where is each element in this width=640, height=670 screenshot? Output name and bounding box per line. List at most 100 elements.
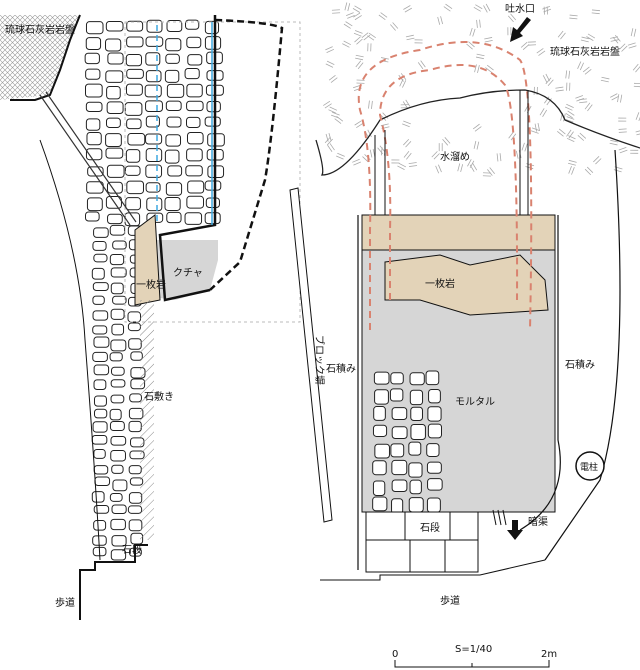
hatch-mark: [472, 123, 482, 132]
masonry-right-label: 石積み: [565, 358, 595, 371]
hatch-mark: [485, 64, 494, 73]
mortar-label: モルタル: [455, 396, 495, 408]
stone: [165, 182, 183, 196]
stone: [92, 240, 107, 251]
stone: [126, 68, 144, 79]
monolith-slab: [384, 254, 549, 316]
stone: [93, 336, 110, 348]
hatch-mark: [533, 86, 538, 96]
bedrock-hatch-marks: [323, 2, 640, 177]
stone: [93, 465, 109, 475]
paving-label: 石敷き: [144, 390, 174, 403]
hatch-mark: [368, 100, 373, 109]
stone: [105, 70, 124, 83]
hatch-mark: [324, 136, 333, 146]
hatch-mark: [403, 5, 413, 13]
hatch-mark: [586, 33, 596, 41]
hatch-mark: [530, 127, 540, 134]
stone: [426, 497, 441, 513]
stone: [391, 459, 408, 476]
stone: [93, 379, 107, 391]
stone: [93, 227, 109, 238]
hatch-mark: [431, 151, 440, 160]
hatch-mark: [520, 41, 530, 50]
spout-arrow-icon: [510, 17, 531, 42]
basin-wall-left: [374, 130, 386, 215]
hatch-mark: [618, 117, 627, 122]
stone: [111, 535, 127, 547]
stone: [112, 479, 128, 492]
stone: [166, 211, 182, 224]
hatch-mark: [354, 120, 364, 128]
hatch-mark: [469, 163, 478, 172]
hatch-mark: [593, 156, 602, 165]
hatch-mark: [584, 166, 594, 176]
hatch-mark: [580, 36, 590, 43]
stone: [425, 370, 440, 386]
hatch-mark: [391, 159, 400, 164]
stone: [372, 480, 386, 496]
stone: [390, 443, 405, 458]
left-sidewalk-label: 歩道: [55, 596, 75, 609]
stone: [85, 21, 104, 35]
basin-wall-right: [519, 90, 529, 215]
hatch-mark: [618, 128, 627, 133]
stone: [408, 441, 422, 456]
stone: [144, 84, 162, 98]
steps-edge: [79, 544, 148, 620]
hatch-mark: [577, 132, 587, 141]
hatch-mark: [325, 60, 335, 68]
stone: [166, 116, 182, 128]
hatch-mark: [613, 166, 623, 173]
stone: [85, 83, 103, 98]
hatch-mark: [442, 137, 451, 146]
hatch-mark: [633, 82, 640, 88]
hatch-mark: [331, 9, 341, 14]
stone: [127, 322, 141, 332]
stone: [166, 19, 183, 33]
hatch-mark: [352, 5, 362, 13]
stone: [92, 351, 108, 362]
outer-right-line: [544, 149, 621, 561]
hatch-mark: [544, 96, 552, 106]
stone: [111, 323, 125, 336]
stone: [184, 67, 200, 80]
hatch-mark: [473, 140, 480, 150]
stone: [410, 424, 426, 440]
hatch-mark: [356, 79, 365, 84]
hatch-mark: [414, 39, 423, 44]
outer-wall-line: [158, 15, 217, 302]
stone: [391, 498, 404, 515]
hatch-mark: [568, 159, 577, 166]
hatch-mark: [584, 102, 593, 112]
stone: [111, 464, 124, 474]
hatch-mark: [630, 149, 639, 154]
stone: [107, 52, 124, 65]
hatch-mark: [402, 99, 411, 109]
stone: [204, 180, 222, 191]
hatch-mark: [565, 116, 575, 123]
stone: [186, 83, 203, 98]
masonry-right-line: [519, 215, 561, 531]
stone: [167, 165, 183, 177]
street-edge: [320, 559, 546, 581]
hatch-mark: [437, 16, 443, 25]
hatch-mark: [334, 115, 344, 124]
hatch-mark: [355, 54, 364, 61]
scale-ratio: S=1/40: [455, 644, 492, 655]
hatch-mark: [369, 148, 376, 158]
hatch-mark: [545, 77, 554, 87]
hatch-mark: [543, 6, 548, 15]
stone: [165, 38, 182, 52]
hatch-mark: [507, 27, 512, 36]
stone: [127, 311, 142, 323]
basin-label: 水溜め: [440, 150, 470, 163]
hatch-mark: [438, 143, 443, 152]
stone: [145, 133, 163, 145]
stone: [186, 148, 203, 162]
channel-dashed-outer: [357, 41, 533, 331]
stone: [426, 461, 442, 474]
hatch-mark: [635, 129, 640, 136]
stone: [409, 372, 425, 386]
hatch-mark: [403, 138, 412, 148]
